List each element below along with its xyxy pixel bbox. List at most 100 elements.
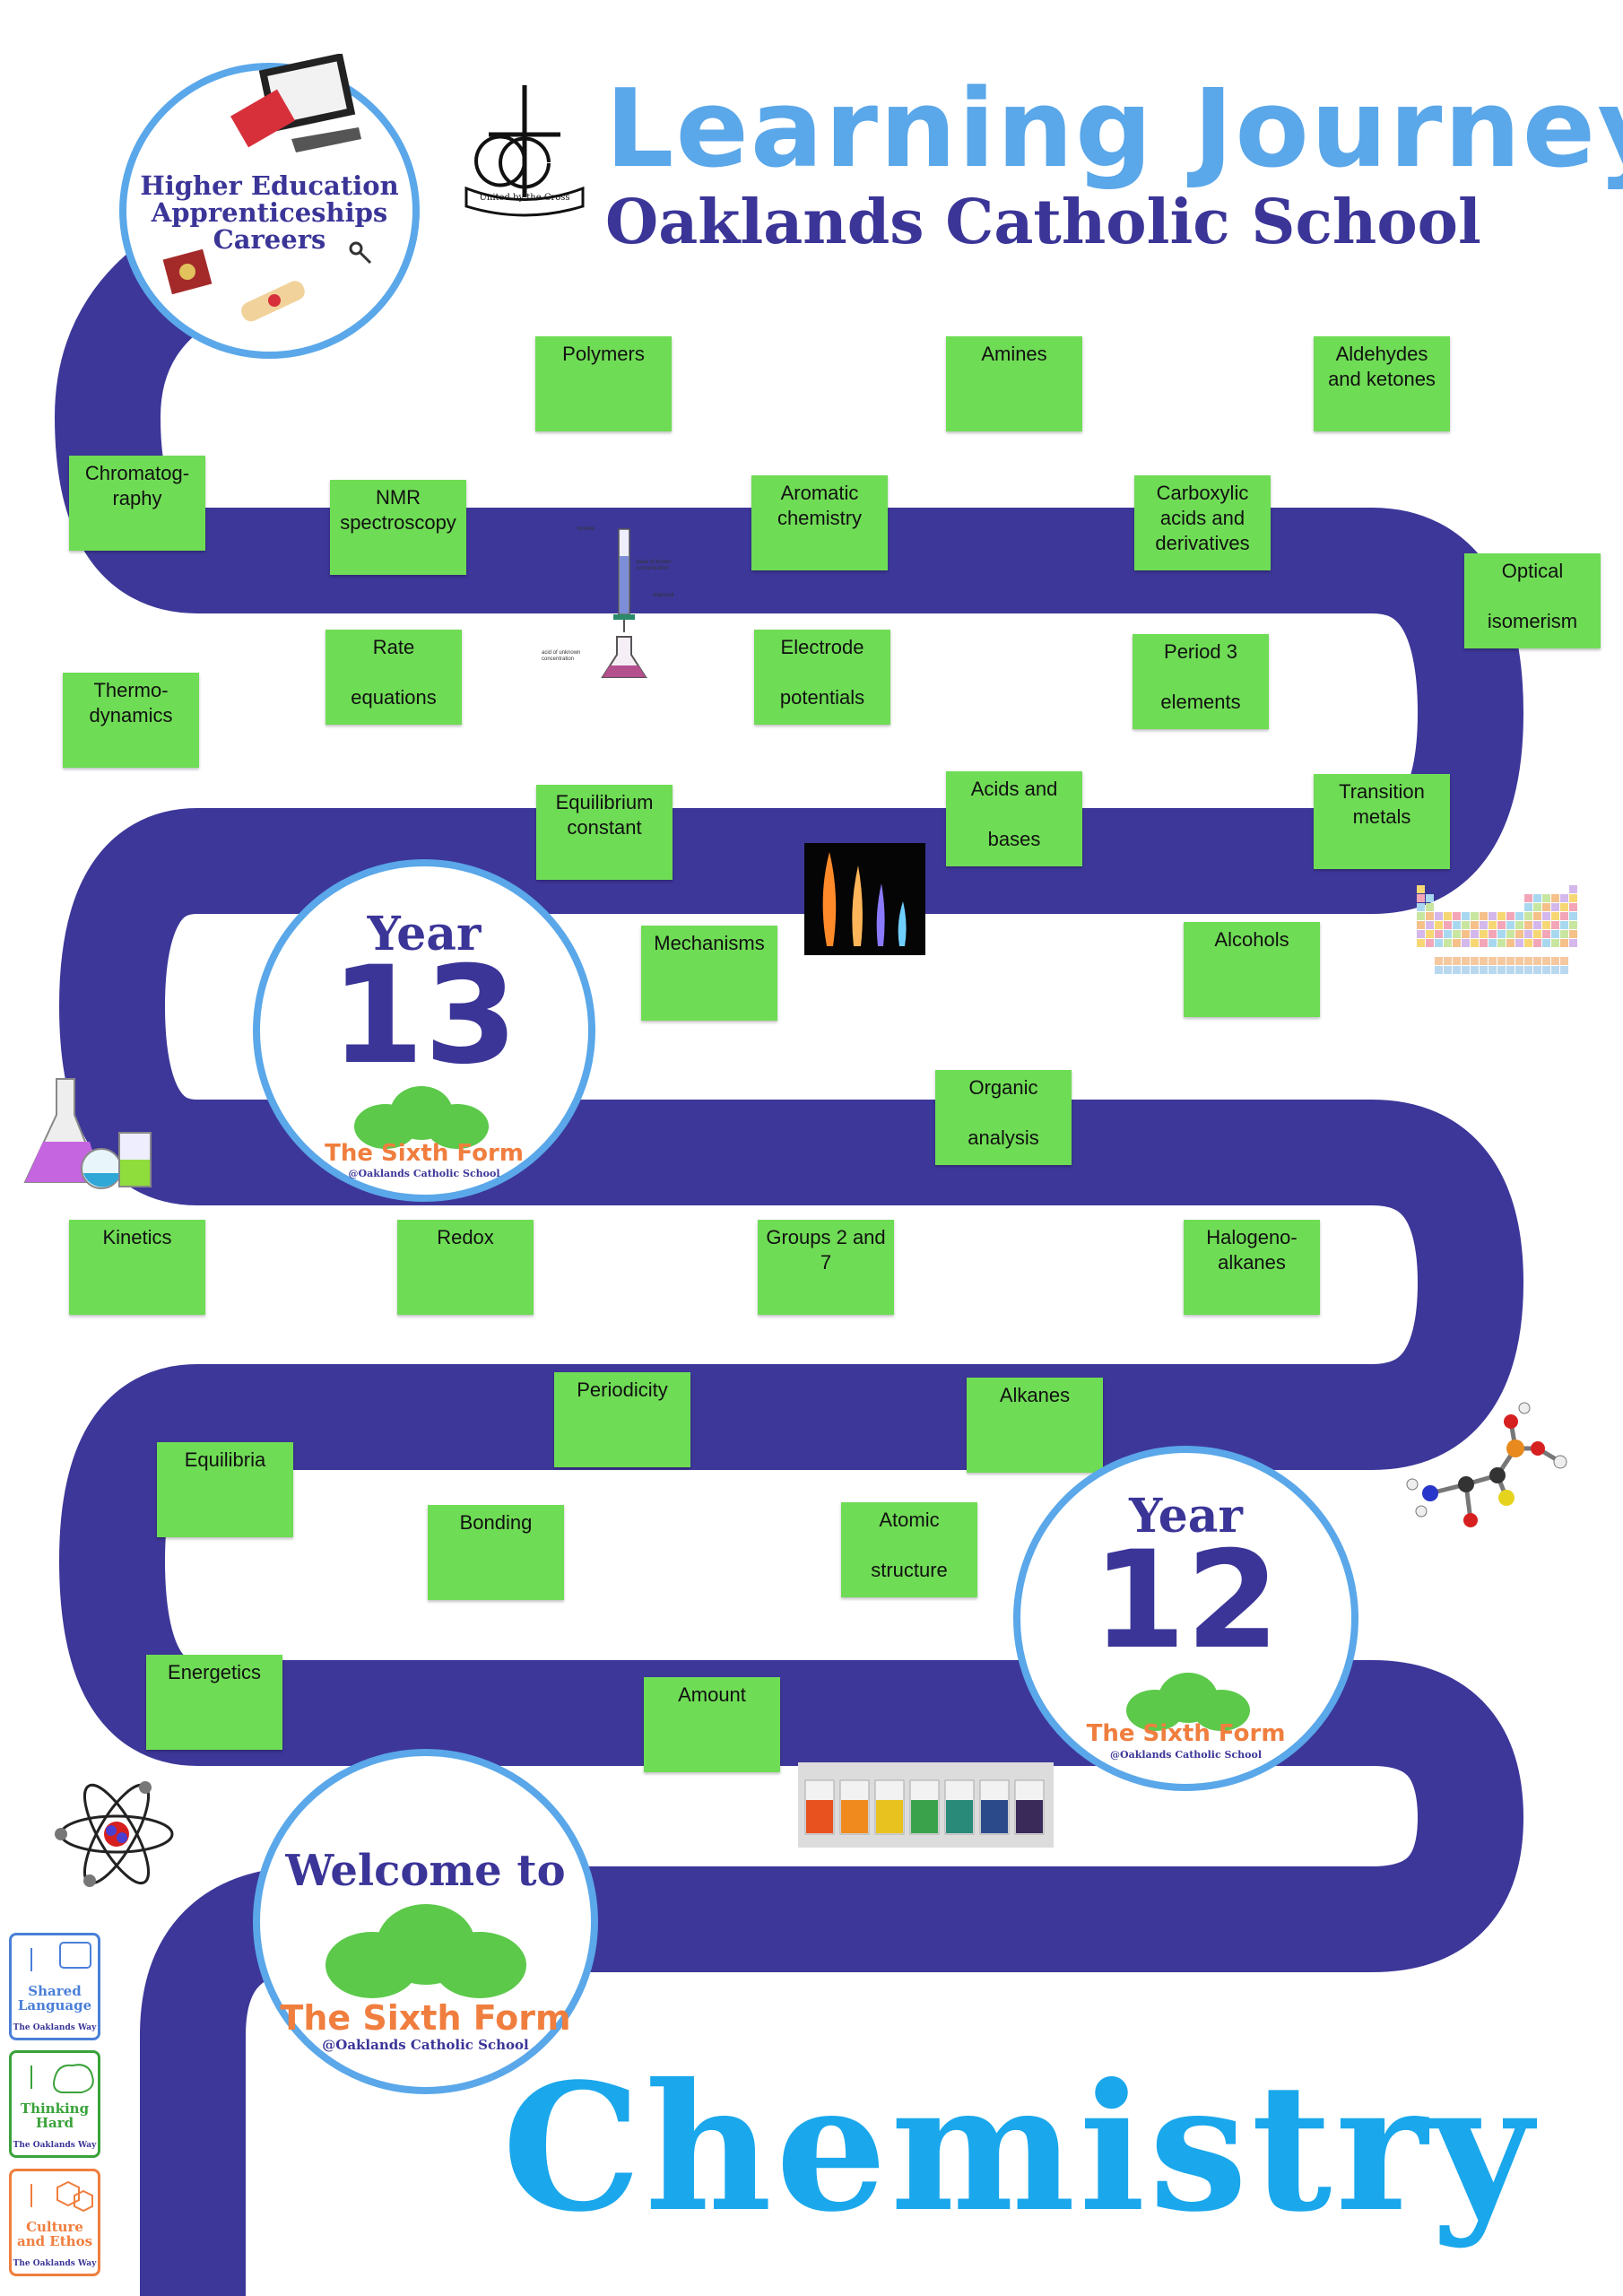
periodic-cell [1462,957,1470,965]
periodic-cell [1533,912,1541,920]
periodic-cell [1524,939,1532,947]
topic-equilibrium-constant: Equilibrium constant [536,785,673,880]
periodic-cell [1560,957,1568,965]
periodic-cell [1506,912,1515,920]
beaker-liquid [981,1800,1008,1833]
welcome-sixth-form-sub: @Oaklands Catholic School [322,2037,529,2053]
careers-line-3: Careers [213,224,326,255]
periodic-cell [1471,921,1479,929]
periodic-cell [1524,921,1532,929]
periodic-cell [1426,894,1434,902]
periodic-cell [1533,939,1541,947]
periodic-cell [1426,903,1434,911]
topic-thermodynamics: Thermo- dynamics [63,673,199,768]
periodic-cell [1480,921,1488,929]
topic-rate-equations: Rate equations [325,630,462,725]
year-12-circle: Year 12 The Sixth Form @Oaklands Catholi… [1013,1446,1358,1791]
subject-title: Chemistry [502,2045,1537,2250]
badge-sub: The Oaklands Way [13,2259,97,2268]
periodic-cell [1542,912,1550,920]
burette-label: burette [577,526,595,532]
beaker-liquid [806,1800,833,1833]
periodic-cell [1497,930,1506,938]
badge-sub: The Oaklands Way [13,2023,97,2032]
periodic-cell [1560,966,1568,974]
periodic-cell [1444,921,1452,929]
molecule-model-icon [1406,1402,1567,1527]
periodic-cell [1542,894,1550,902]
beaker-liquid [946,1800,973,1833]
periodic-cell [1506,939,1515,947]
badge-title: Thinking Hard [20,2100,90,2131]
topic-polymers: Polymers [535,336,672,431]
periodic-cell [1453,912,1461,920]
badge-title: Shared Language [17,1983,92,2013]
laptop-icon [230,54,361,152]
periodic-cell [1551,894,1559,902]
sixth-form-cloud-icon [325,1904,526,1998]
topic-mechanisms: Mechanisms [641,926,777,1021]
topic-periodicity: Periodicity [554,1372,690,1467]
badge-title: Culture and Ethos [16,2219,93,2249]
periodic-cell [1417,921,1425,929]
topic-halogenoalkanes: Halogeno- alkanes [1184,1220,1320,1315]
periodic-cell [1417,939,1425,947]
periodic-cell [1551,957,1559,965]
periodic-cell [1426,912,1434,920]
periodic-cell [1560,903,1568,911]
periodic-cell [1560,894,1568,902]
shared-language-badge: Shared Language The Oaklands Way [9,1933,100,2040]
topic-amount: Amount [644,1677,780,1772]
periodic-cell [1515,912,1523,920]
flasks-icon [23,1078,152,1189]
periodic-cell [1524,930,1532,938]
periodic-cell [1569,885,1577,893]
indicator-beakers-image [798,1762,1054,1848]
titration-burette-icon [601,528,647,678]
periodic-cell [1444,939,1452,947]
periodic-cell [1551,921,1559,929]
sixth-form-cloud-icon [354,1086,489,1149]
periodic-cell [1533,930,1541,938]
periodic-cell [1515,939,1523,947]
periodic-cell [1533,957,1541,965]
topic-transition-metals: Transition metals [1314,774,1450,869]
periodic-cell [1453,966,1461,974]
topic-electrode-potentials: Electrode potentials [754,630,890,725]
periodic-cell [1560,930,1568,938]
periodic-cell [1480,912,1488,920]
periodic-cell [1560,939,1568,947]
topic-kinetics: Kinetics [69,1220,205,1315]
topic-energetics: Energetics [146,1655,282,1750]
periodic-cell [1435,957,1443,965]
periodic-cell [1453,957,1461,965]
periodic-cell [1453,939,1461,947]
welcome-sixth-form: The Sixth Form [280,1998,571,2038]
topic-chromatography: Chromatog- raphy [69,456,205,551]
periodic-cell [1542,957,1550,965]
school-crest-icon [464,85,585,217]
year-12-sixth-form: The Sixth Form [1086,1720,1286,1747]
periodic-cell [1480,957,1488,965]
year-13-sixth-form: The Sixth Form [325,1140,524,1167]
periodic-cell [1471,957,1479,965]
periodic-cell [1515,930,1523,938]
periodic-cell [1444,912,1452,920]
periodic-cell [1506,957,1515,965]
periodic-cell [1417,903,1425,911]
sixth-form-cloud-icon [1126,1673,1250,1731]
topic-nmr-spectroscopy: NMR spectroscopy [330,480,466,575]
periodic-cell [1524,957,1532,965]
page-title: Learning Journey [605,67,1623,192]
topic-period-3-elements: Period 3 elements [1133,634,1269,729]
welcome-circle: Welcome to The Sixth Form @Oaklands Cath… [253,1749,598,2094]
topic-redox: Redox [397,1220,534,1315]
school-name: Oaklands Catholic School [605,187,1481,258]
periodic-cell [1542,921,1550,929]
topic-alkanes: Alkanes [967,1378,1103,1473]
topic-optical-isomerism: Optical isomerism [1464,553,1601,648]
periodic-cell [1435,921,1443,929]
periodic-cell [1426,930,1434,938]
periodic-cell [1524,966,1532,974]
